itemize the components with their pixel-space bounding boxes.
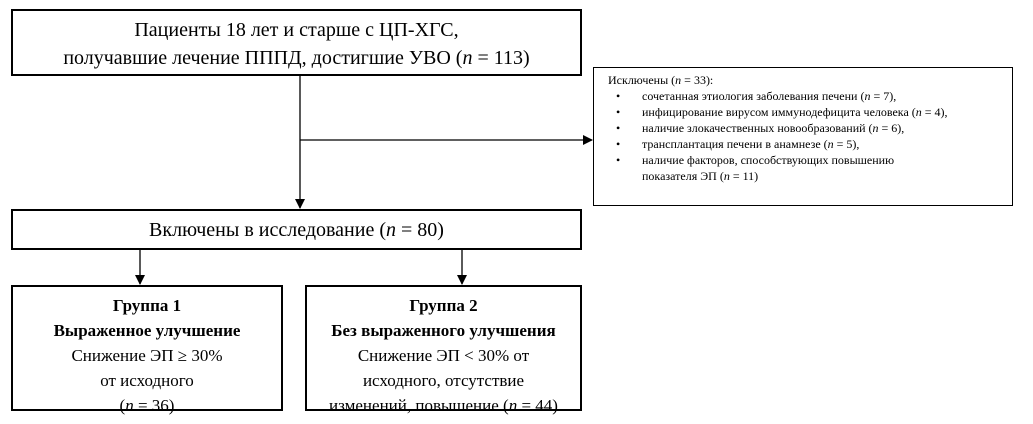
excluded-item: • сочетанная этиология заболевания печен… [616,89,897,103]
group1-count: (n = 36) [119,396,175,415]
group1-subtitle: Выраженное улучшение [53,321,241,340]
excluded-item: • трансплантация печени в анамнезе (n = … [616,137,860,151]
excluded-item: • наличие злокачественных новообразовани… [616,121,905,135]
patients-line2: получавшие лечение ПППД, достигшие УВО (… [63,47,530,69]
patients-box: Пациенты 18 лет и старше с ЦП-ХГС, получ… [11,9,582,76]
group2-baseline: исходного, отсутствие [362,371,525,390]
included-box: Включены в исследование (n = 80) [11,209,582,250]
group2-criterion: Снижение ЭП < 30% от [357,346,530,365]
excluded-item: • наличие факторов, способствующих повыш… [616,153,895,183]
excluded-box: Исключены (n = 33): • сочетанная этиолог… [593,67,1013,206]
patients-line1: Пациенты 18 лет и старше с ЦП-ХГС, [134,19,459,41]
group2-title: Группа 2 [409,296,478,315]
group2-subtitle: Без выраженного улучшения [331,321,556,340]
group1-baseline: от исходного [100,371,194,390]
excluded-item: • инфицирование вирусом иммунодефицита ч… [616,105,948,119]
group2-box: Группа 2 Без выраженного улучшения Сниже… [305,285,582,415]
group1-title: Группа 1 [112,296,182,315]
group1-box: Группа 1 Выраженное улучшение Снижение Э… [11,285,283,415]
group1-criterion: Снижение ЭП ≥ 30% [71,346,223,365]
excluded-title: Исключены (n = 33): [608,73,714,87]
group2-count: изменений, повышение (n = 44) [329,396,558,415]
excluded-list: • сочетанная этиология заболевания печен… [608,88,1012,184]
